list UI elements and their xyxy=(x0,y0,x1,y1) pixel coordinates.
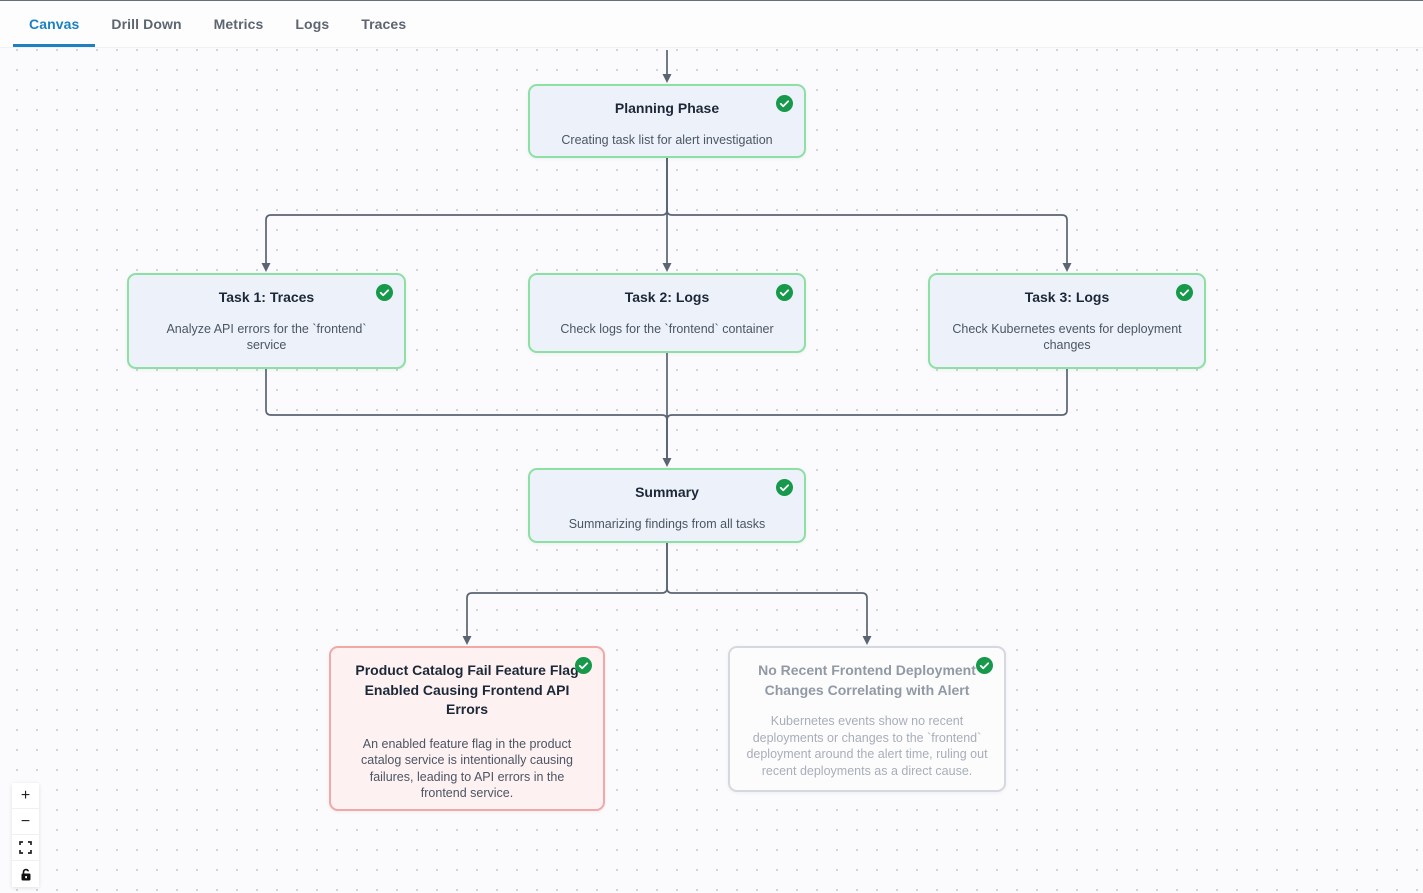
flow-canvas[interactable]: Planning Phase Creating task list for al… xyxy=(0,48,1423,893)
check-badge-icon xyxy=(575,657,592,674)
node-description: An enabled feature flag in the product c… xyxy=(361,736,573,801)
tab-bar: Canvas Drill Down Metrics Logs Traces xyxy=(0,0,1423,48)
node-title: No Recent Frontend Deployment Changes Co… xyxy=(758,662,976,698)
node-task-2-logs[interactable]: Task 2: Logs Check logs for the `fronten… xyxy=(528,273,806,353)
tab-canvas[interactable]: Canvas xyxy=(13,1,96,47)
node-description: Creating task list for alert investigati… xyxy=(561,132,773,147)
node-title: Planning Phase xyxy=(614,100,720,116)
tab-traces[interactable]: Traces xyxy=(361,16,407,32)
node-finding-root-cause[interactable]: Product Catalog Fail Feature Flag Enable… xyxy=(329,646,605,811)
tab-logs[interactable]: Logs xyxy=(295,16,330,32)
check-badge-icon xyxy=(776,95,793,112)
lock-button[interactable] xyxy=(12,861,39,887)
plus-icon: + xyxy=(20,786,31,804)
node-title: Task 3: Logs xyxy=(1024,289,1110,305)
node-title: Task 1: Traces xyxy=(218,289,315,305)
node-task-3-logs[interactable]: Task 3: Logs Check Kubernetes events for… xyxy=(928,273,1206,369)
node-title: Task 2: Logs xyxy=(624,289,710,305)
node-title: Product Catalog Fail Feature Flag Enable… xyxy=(355,662,579,718)
node-task-1-traces[interactable]: Task 1: Traces Analyze API errors for th… xyxy=(127,273,406,369)
zoom-out-button[interactable]: − xyxy=(12,809,39,835)
node-description: Summarizing findings from all tasks xyxy=(568,516,766,531)
check-badge-icon xyxy=(776,284,793,301)
node-summary[interactable]: Summary Summarizing findings from all ta… xyxy=(528,468,806,543)
check-badge-icon xyxy=(1176,284,1193,301)
node-description: Check logs for the `frontend` container xyxy=(560,321,774,336)
node-description: Kubernetes events show no recent deploym… xyxy=(746,714,988,778)
minus-icon: − xyxy=(20,812,31,830)
fit-view-button[interactable] xyxy=(12,835,39,861)
fit-view-icon xyxy=(19,841,32,854)
zoom-in-button[interactable]: + xyxy=(12,783,39,809)
node-finding-ruled-out[interactable]: No Recent Frontend Deployment Changes Co… xyxy=(728,646,1006,792)
canvas-controls: + − xyxy=(12,783,39,887)
check-badge-icon xyxy=(976,657,993,674)
check-badge-icon xyxy=(776,479,793,496)
lock-icon xyxy=(20,868,32,881)
tab-drill-down[interactable]: Drill Down xyxy=(111,16,182,32)
node-planning-phase[interactable]: Planning Phase Creating task list for al… xyxy=(528,84,806,158)
node-description: Analyze API errors for the `frontend` se… xyxy=(166,321,367,353)
node-description: Check Kubernetes events for deployment c… xyxy=(952,321,1182,353)
tab-metrics[interactable]: Metrics xyxy=(213,16,264,32)
node-title: Summary xyxy=(635,484,699,500)
check-badge-icon xyxy=(376,284,393,301)
